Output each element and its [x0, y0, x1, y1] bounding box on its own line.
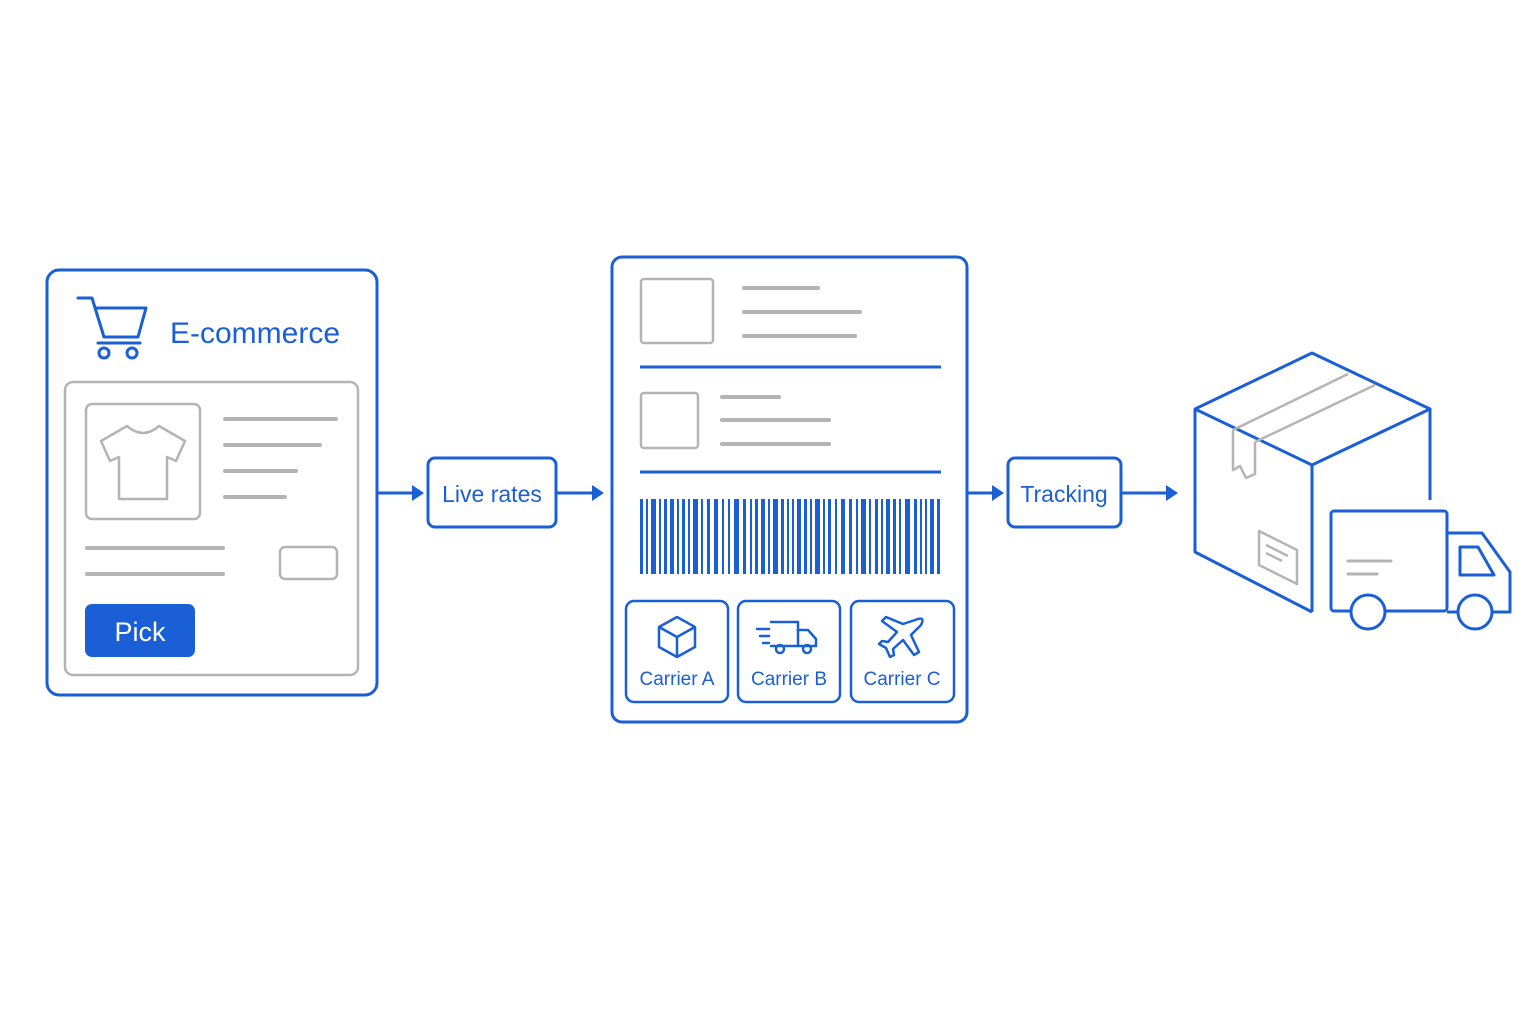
- barcode-bar: [792, 499, 794, 574]
- barcode-bar: [875, 499, 878, 574]
- delivery-truck-icon: [755, 620, 818, 655]
- barcode-bar: [869, 499, 871, 574]
- barcode-bar: [804, 499, 807, 574]
- barcode-bar: [861, 499, 866, 574]
- barcode-bar: [768, 499, 770, 574]
- carrier-option-a[interactable]: Carrier A: [624, 599, 730, 704]
- barcode-bar: [781, 499, 784, 574]
- ecommerce-title: E-commerce: [170, 317, 340, 350]
- barcode-bar: [761, 499, 765, 574]
- barcode-bar: [925, 499, 927, 574]
- arrow-to-live-rates: [378, 485, 424, 501]
- barcode-bar: [688, 499, 690, 574]
- carrier-b-label: Carrier B: [751, 669, 827, 690]
- product-card: Pick: [63, 380, 360, 677]
- shopping-cart-icon: [76, 296, 148, 360]
- barcode-bar: [693, 499, 698, 574]
- carrier-a-label: Carrier A: [640, 669, 715, 690]
- barcode-bar: [856, 499, 858, 574]
- barcode-bar: [707, 499, 710, 574]
- barcode-bar: [728, 499, 730, 574]
- barcode-bar: [886, 499, 890, 574]
- barcode-bar: [651, 499, 656, 574]
- pick-button[interactable]: Pick: [85, 604, 195, 657]
- sender-image: [639, 277, 715, 345]
- barcode-bar: [743, 499, 746, 574]
- barcode-bar: [810, 499, 812, 574]
- carrier-c-label: Carrier C: [863, 669, 940, 690]
- recipient-text-lines: [720, 395, 831, 446]
- barcode-bar: [701, 499, 703, 574]
- carrier-option-c[interactable]: Carrier C: [849, 599, 956, 704]
- carrier-option-b[interactable]: Carrier B: [736, 599, 842, 704]
- arrow-to-shipping-label: [557, 485, 604, 501]
- package-icon: [657, 615, 697, 659]
- barcode-bar: [937, 499, 940, 574]
- ecommerce-panel: E-commerce Pick: [45, 268, 379, 697]
- tshirt-icon: [99, 424, 187, 501]
- tracking-step: Tracking: [1006, 456, 1123, 529]
- barcode-bar: [640, 499, 643, 574]
- barcode-bar: [682, 499, 685, 574]
- barcode-bar: [646, 499, 648, 574]
- arrow-to-tracking: [968, 485, 1004, 501]
- barcode-bar: [787, 499, 789, 574]
- live-rates-step: Live rates: [426, 456, 558, 529]
- tracking-label: Tracking: [1020, 481, 1107, 507]
- delivery-truck-icon: [1329, 509, 1512, 631]
- barcode: [640, 499, 940, 574]
- barcode-bar: [677, 499, 679, 574]
- barcode-bar: [664, 499, 667, 574]
- pick-button-label: Pick: [114, 617, 166, 647]
- recipient-image: [639, 391, 700, 450]
- barcode-bar: [670, 499, 674, 574]
- barcode-bar: [841, 499, 845, 574]
- live-rates-label: Live rates: [442, 481, 542, 507]
- barcode-bar: [659, 499, 661, 574]
- arrow-to-delivery: [1122, 485, 1178, 501]
- barcode-bar: [849, 499, 852, 574]
- barcode-bar: [773, 499, 778, 574]
- barcode-bar: [734, 499, 739, 574]
- product-text-lines: [85, 417, 338, 576]
- shipping-label-panel: Carrier A Carrier B Carrier C: [610, 255, 969, 724]
- barcode-bar: [905, 499, 910, 574]
- barcode-bar: [823, 499, 825, 574]
- shipping-box-icon: [1193, 351, 1432, 614]
- barcode-bar: [899, 499, 901, 574]
- barcode-bar: [797, 499, 801, 574]
- barcode-bar: [930, 499, 934, 574]
- sender-text-lines: [742, 286, 862, 338]
- barcode-bar: [755, 499, 758, 574]
- barcode-bar: [828, 499, 831, 574]
- barcode-bar: [815, 499, 820, 574]
- barcode-bar: [881, 499, 883, 574]
- barcode-bar: [835, 499, 837, 574]
- barcode-bar: [722, 499, 724, 574]
- barcode-bar: [750, 499, 752, 574]
- barcode-bar: [893, 499, 896, 574]
- barcode-bar: [914, 499, 917, 574]
- barcode-bar: [714, 499, 718, 574]
- airplane-icon: [877, 615, 924, 659]
- barcode-bar: [920, 499, 922, 574]
- product-image: [84, 402, 202, 521]
- quantity-box[interactable]: [278, 545, 339, 581]
